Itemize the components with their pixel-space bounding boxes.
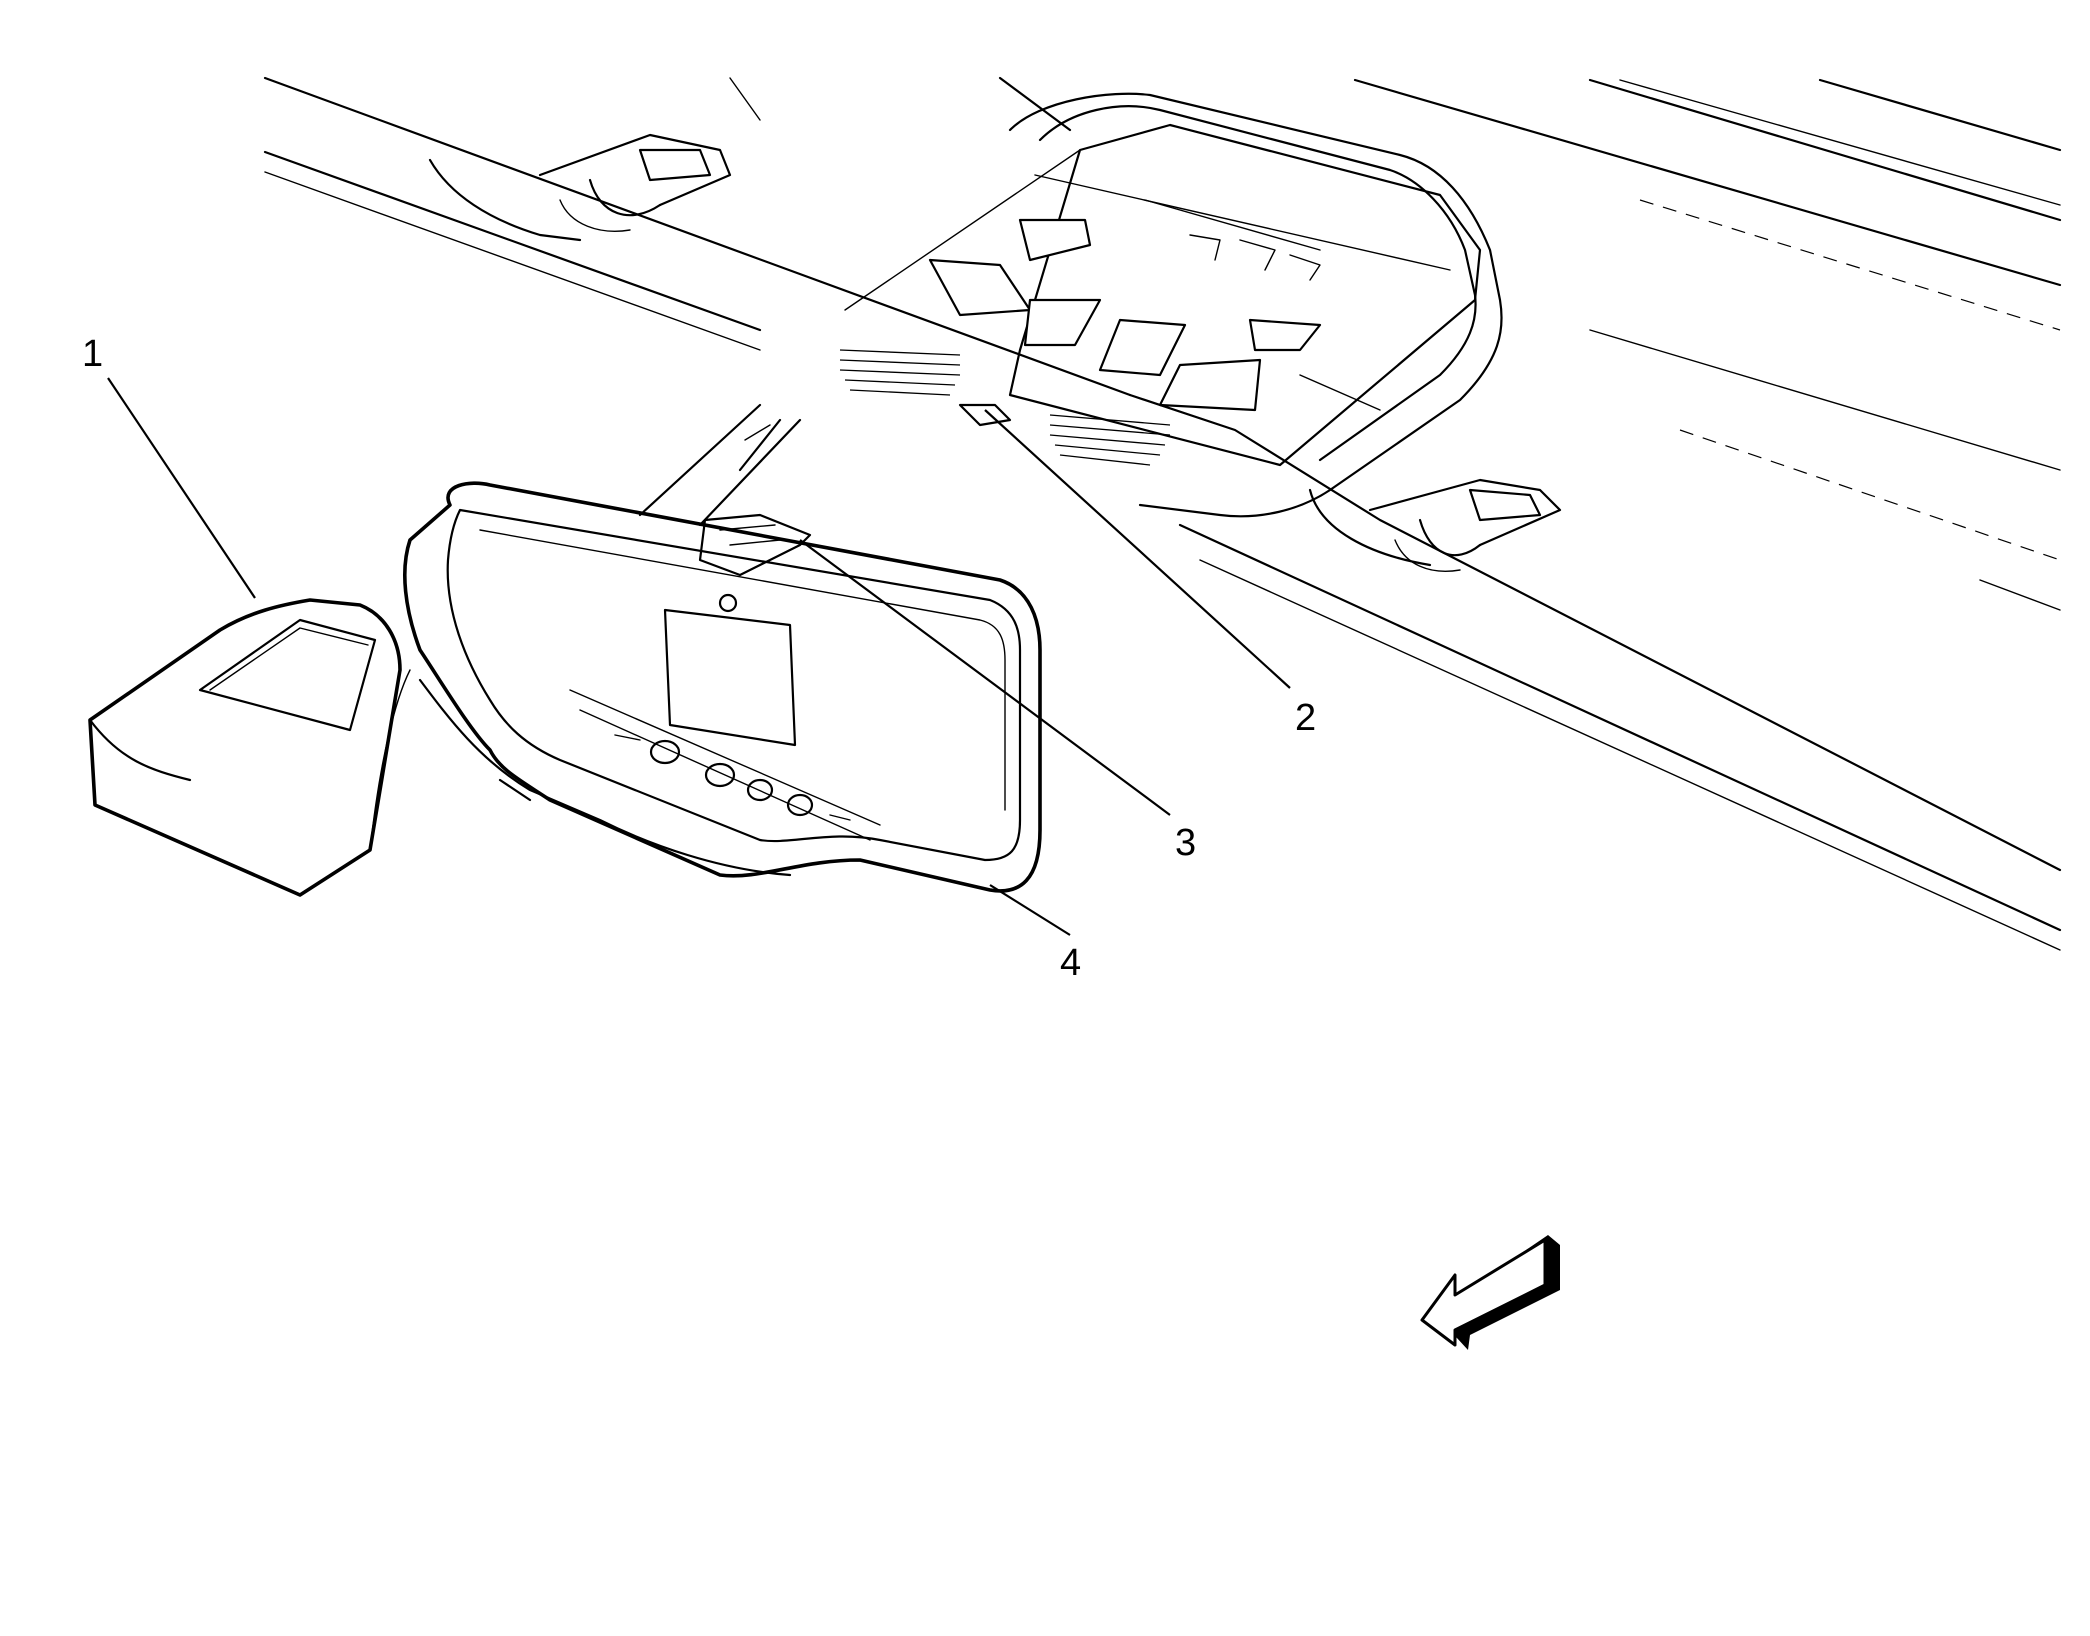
mirror-mount-bracket	[638, 403, 802, 527]
console-grille-left	[839, 349, 961, 396]
leader-line-4	[989, 884, 1071, 936]
leader-line-2	[984, 409, 1291, 689]
rearview-mirror	[403, 481, 1042, 893]
mirror-display-screen	[663, 608, 797, 747]
callout-4: 4	[1060, 942, 1081, 984]
microphone-sensor	[958, 403, 1012, 427]
mirror-control-buttons	[614, 734, 851, 821]
left-visor-clip	[428, 133, 732, 242]
mirror-camera-icon	[718, 593, 738, 613]
headliner	[263, 76, 2062, 951]
callout-2: 2	[1295, 697, 1316, 739]
right-visor-clip	[1308, 478, 1562, 572]
leader-line-3	[799, 539, 1171, 816]
leader-lines	[107, 377, 1291, 936]
leader-line-1	[107, 377, 256, 599]
console-button-1	[1018, 218, 1092, 262]
console-grille-right	[1049, 414, 1171, 466]
mirror-cover	[88, 598, 411, 897]
front-direction-arrow-icon	[1420, 1235, 1560, 1350]
callout-3: 3	[1175, 822, 1196, 864]
callout-1: 1	[82, 333, 103, 375]
